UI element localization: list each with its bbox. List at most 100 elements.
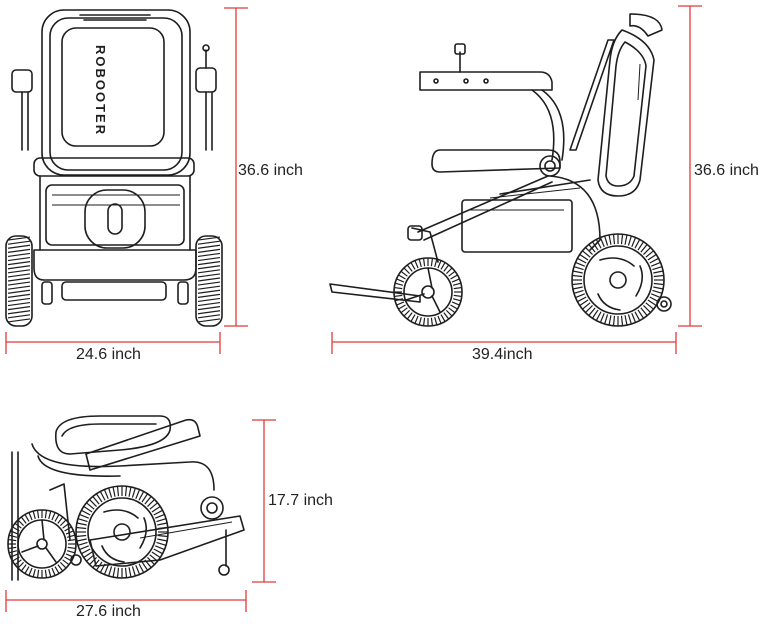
tire-tread — [157, 522, 168, 526]
tire-tread — [595, 239, 602, 249]
tire-tread — [48, 568, 52, 577]
tire-tread — [575, 261, 585, 267]
tire-tread — [437, 315, 442, 324]
tire-tread — [647, 253, 657, 261]
tire-tread — [157, 534, 168, 538]
tire-tread — [67, 546, 76, 550]
tire-tread — [579, 299, 589, 307]
tire-tread — [66, 550, 75, 554]
tire-tread — [653, 274, 664, 278]
tire-tread — [81, 548, 91, 555]
tire-tread — [579, 253, 589, 261]
tire-tread — [57, 516, 64, 524]
tire-tread — [149, 502, 158, 510]
tire-tread — [197, 318, 221, 323]
tire-tread — [645, 302, 654, 310]
tire-tread — [7, 297, 31, 303]
tire-tread — [197, 252, 221, 258]
tire-tread — [24, 514, 30, 522]
tire-tread — [403, 309, 411, 317]
tire-tread — [440, 314, 446, 322]
tire-tread — [62, 522, 70, 529]
tire-tread — [197, 248, 221, 253]
tire-tread — [398, 304, 406, 310]
tire-tread — [410, 314, 416, 322]
tire-tread — [572, 286, 583, 290]
tire-tread — [197, 240, 221, 245]
tire-tread — [445, 267, 453, 275]
tire-tread — [640, 307, 648, 316]
tire-tread — [197, 256, 221, 262]
tire-tread — [398, 274, 406, 280]
tire-tread — [124, 486, 128, 497]
tire-tread — [7, 265, 31, 270]
tire-tread — [643, 247, 651, 255]
tire-tread — [9, 550, 18, 554]
tire-tread — [624, 234, 628, 245]
tire-tread — [604, 235, 609, 246]
tire-tread — [7, 314, 31, 319]
tire-tread — [157, 538, 168, 542]
tire-tread — [95, 561, 103, 571]
tire-tread — [430, 317, 434, 326]
tire-tread — [418, 259, 422, 268]
tire-tread — [92, 496, 100, 505]
tire-tread — [414, 260, 419, 269]
tire-tread — [57, 564, 64, 572]
tire-tread — [620, 315, 624, 326]
tire-tread — [422, 317, 426, 326]
tire-tread — [14, 559, 22, 566]
tire-tread — [452, 282, 461, 286]
tire-tread — [36, 569, 40, 578]
tire-tread — [81, 509, 91, 516]
tire-tread — [434, 259, 438, 268]
tire-tread — [451, 278, 460, 283]
tire-tread — [197, 261, 221, 266]
tire-tread — [89, 557, 97, 565]
tire-tread — [197, 310, 221, 315]
tire-tread — [151, 551, 161, 559]
tire-tread — [108, 487, 113, 498]
front-view-wheelchair: ROBOOTER — [5, 9, 223, 327]
tire-tread — [141, 493, 149, 503]
tire-tread — [403, 267, 411, 275]
tire-tread — [604, 314, 609, 325]
tire-tread — [76, 522, 87, 526]
tire-tread — [7, 244, 31, 249]
tire-tread — [99, 491, 106, 501]
tire-tread — [83, 505, 93, 513]
tire-tread — [653, 282, 664, 286]
tire-tread — [612, 234, 616, 245]
tire-tread — [9, 534, 18, 538]
folded-view-wheelchair — [7, 415, 245, 581]
tire-tread — [406, 312, 413, 320]
tire-tread — [396, 278, 405, 283]
tire-tread — [637, 309, 645, 319]
tire-tread — [451, 301, 460, 306]
tire-tread — [395, 282, 404, 286]
tire-tread — [591, 241, 599, 251]
front-width-label: 24.6 inch — [76, 346, 141, 363]
tire-tread — [153, 509, 163, 516]
tire-tread — [395, 298, 404, 302]
tire-tread — [418, 316, 422, 325]
tire-tread — [410, 262, 416, 270]
tire-tread — [131, 487, 136, 498]
tire-tread — [59, 519, 67, 527]
tire-tread — [7, 252, 31, 258]
tire-tread — [8, 538, 17, 542]
tire-tread — [649, 257, 659, 264]
tire-tread — [585, 305, 593, 313]
tire-tread — [197, 277, 221, 282]
tire-tread — [7, 281, 31, 286]
tire-tread — [643, 305, 651, 313]
folded-height-label: 17.7 inch — [268, 492, 333, 509]
tire-tread — [582, 250, 591, 258]
tire-tread — [197, 269, 221, 274]
tire-tread — [92, 559, 100, 568]
tire-tread — [7, 293, 31, 298]
tire-tread — [394, 286, 403, 290]
tire-tread — [443, 264, 450, 272]
tire-tread — [155, 513, 165, 519]
